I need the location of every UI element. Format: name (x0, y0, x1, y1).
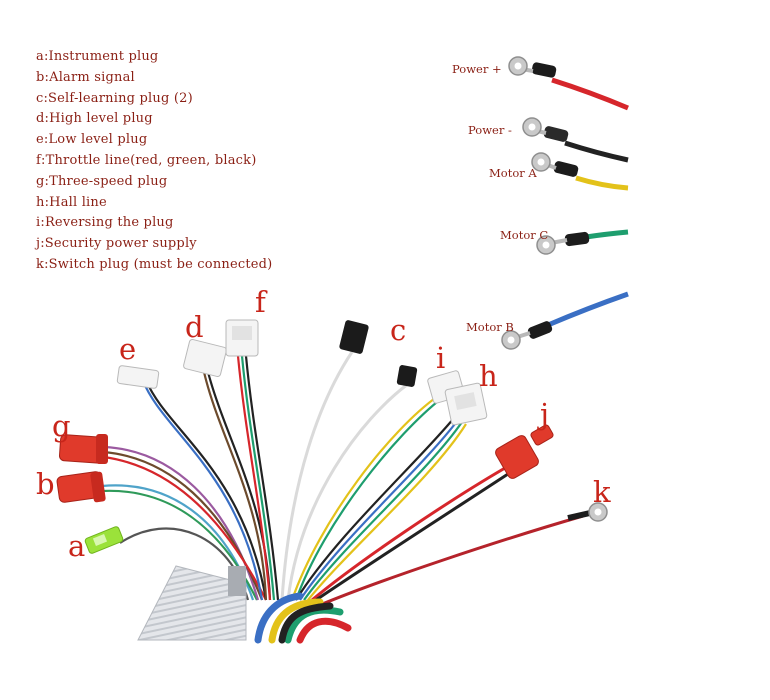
letter-h: h (479, 359, 498, 393)
legend-item-a: a:Instrument plug (36, 49, 159, 64)
power-plus-wire (508, 56, 629, 111)
power-minus-wire (522, 117, 629, 163)
letter-c: c (390, 313, 406, 347)
legend-item-g: g:Three-speed plug (36, 173, 168, 189)
label-motor-a: Motor A (489, 166, 537, 180)
connector-j (495, 424, 554, 479)
connector-e (116, 365, 160, 389)
controller-box (137, 565, 247, 641)
main-bundle (254, 592, 352, 644)
label-power-minus: Power - (468, 123, 512, 137)
letter-f: f (255, 285, 268, 319)
letter-a: a (68, 529, 85, 563)
letter-g: g (52, 409, 71, 443)
connector-g (58, 434, 108, 464)
legend-item-j: j:Security power supply (36, 236, 197, 252)
legend-item-c: c:Self-learning plug (2) (36, 90, 193, 106)
letter-i: i (436, 341, 445, 375)
connector-b (56, 471, 106, 503)
letter-j: j (537, 397, 549, 431)
connector-h (444, 382, 488, 426)
legend-item-f: f:Throttle line(red, green, black) (36, 152, 257, 168)
label-motor-b: Motor B (466, 320, 514, 334)
label-motor-c: Motor C (500, 228, 548, 242)
letter-k: k (593, 475, 611, 509)
legend-item-b: b:Alarm signal (36, 69, 135, 85)
letter-b: b (36, 467, 55, 501)
connector-f (225, 319, 259, 357)
legend-item-h: h:Hall line (36, 194, 107, 210)
connector-legend: a:Instrument plug b:Alarm signal c:Self-… (36, 47, 272, 276)
connector-k (567, 502, 608, 522)
label-power-plus: Power + (452, 62, 502, 76)
connector-a (84, 526, 124, 554)
motor-c-wire (536, 229, 629, 255)
letter-e: e (119, 332, 136, 366)
legend-item-e: e:Low level plug (36, 132, 148, 148)
motor-a-wire (531, 152, 629, 191)
letter-d: d (185, 310, 204, 344)
motor-b-wire (501, 291, 629, 350)
connector-d (183, 338, 227, 378)
legend-item-i: i:Reversing the plug (36, 215, 174, 231)
legend-item-d: d:High level plug (36, 111, 153, 127)
legend-item-k: k:Switch plug (must be connected) (36, 256, 273, 272)
connector-c (339, 320, 418, 387)
